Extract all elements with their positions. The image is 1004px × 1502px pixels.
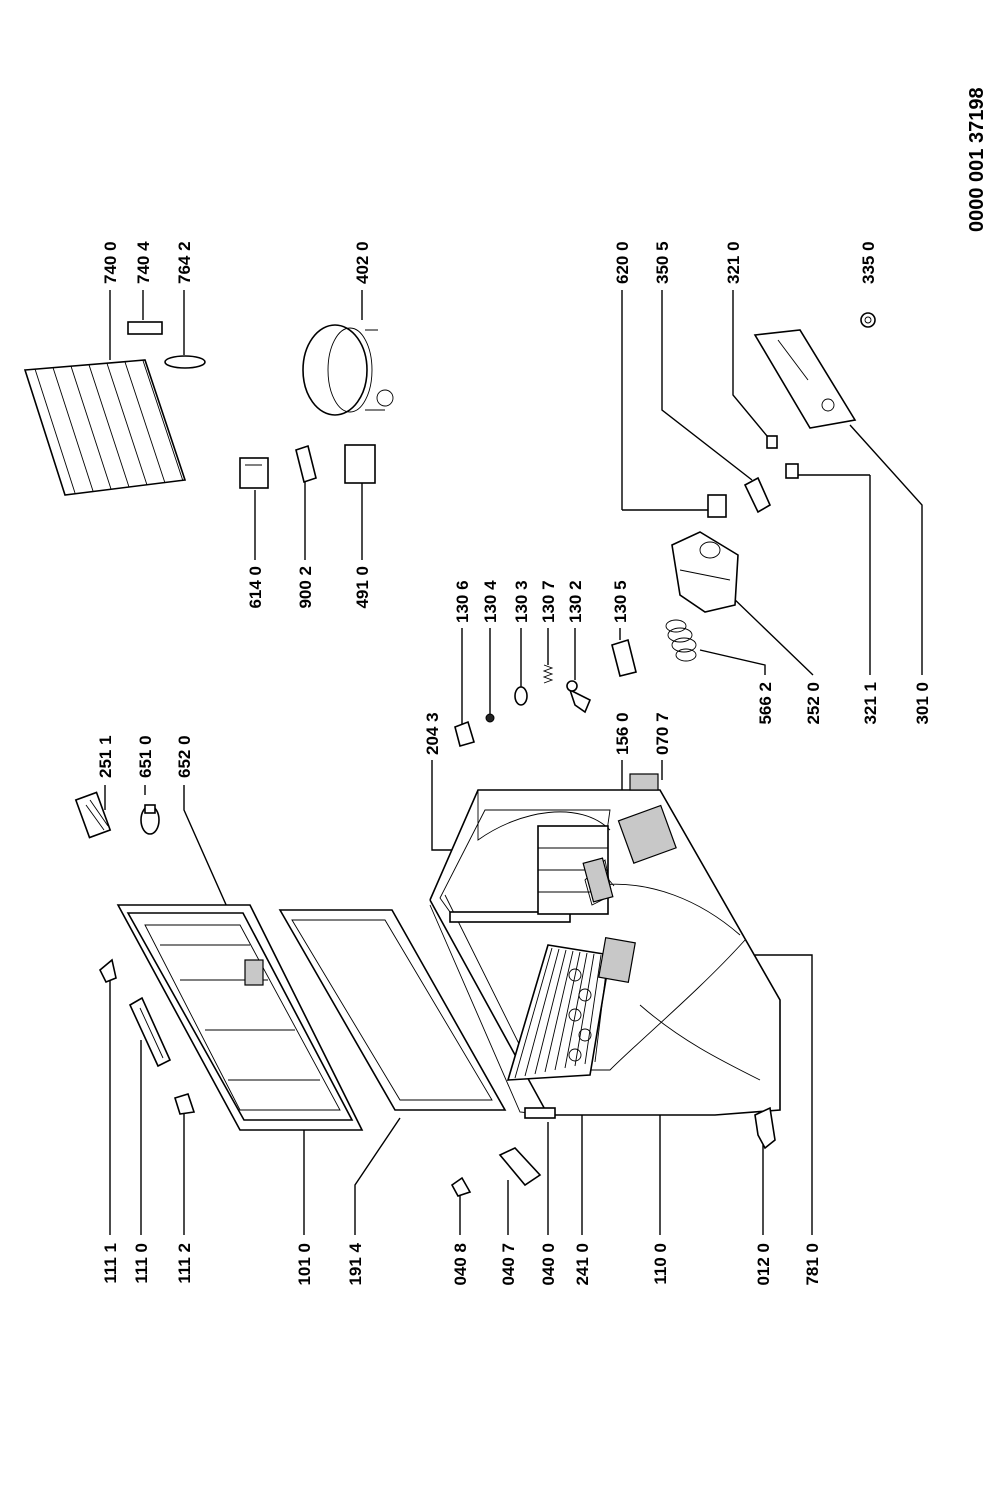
indicator-lamp-icon xyxy=(785,463,799,479)
coil-spring-icon xyxy=(665,619,697,662)
part-label-0408: 040 8 xyxy=(451,1243,470,1286)
part-label-3350: 335 0 xyxy=(859,241,878,284)
part-label-1914: 191 4 xyxy=(346,1242,365,1285)
part-label-1302: 130 2 xyxy=(566,580,585,623)
control-knob-icon xyxy=(860,312,876,328)
part-label-1112: 111 2 xyxy=(175,1243,194,1284)
part-label-0707: 070 7 xyxy=(653,712,672,755)
part-label-3010: 301 0 xyxy=(913,682,932,725)
part-label-2043: 204 3 xyxy=(423,712,442,755)
part-label-4020: 402 0 xyxy=(353,241,372,284)
leader-lines xyxy=(104,290,923,1235)
part-labels: 111 1 111 0 111 2 101 0 191 4 040 8 040 7 040 0… xyxy=(96,241,932,1286)
part-label-2511: 251 1 xyxy=(96,735,115,778)
part-label-3210: 321 0 xyxy=(724,241,743,284)
part-label-6140: 614 0 xyxy=(246,566,265,609)
part-label-0407: 040 7 xyxy=(499,1243,518,1286)
terminal-box-icon xyxy=(344,444,376,484)
vent-grille-icon xyxy=(582,857,614,903)
thermostat-icon xyxy=(707,494,727,518)
part-label-7810: 781 0 xyxy=(803,1243,822,1286)
part-label-0120: 012 0 xyxy=(754,1243,773,1286)
part-label-1010: 101 0 xyxy=(295,1243,314,1286)
lamp-cover-icon xyxy=(74,791,112,839)
lever-icon xyxy=(566,680,592,714)
lid-gasket xyxy=(278,909,507,1111)
part-label-6510: 651 0 xyxy=(136,735,155,778)
clip-icon xyxy=(454,720,475,747)
part-label-7642: 764 2 xyxy=(175,241,194,284)
part-label-6200: 620 0 xyxy=(613,241,632,284)
hinge-icon xyxy=(524,1107,556,1119)
filter-drier-icon xyxy=(164,355,206,369)
capacitor-icon xyxy=(295,444,317,484)
light-bulb-icon xyxy=(140,804,160,835)
indicator-lamp-icon xyxy=(766,435,778,449)
part-label-6520: 652 0 xyxy=(175,735,194,778)
part-label-1111: 111 1 xyxy=(101,1243,120,1284)
part-label-1303: 130 3 xyxy=(512,580,531,623)
part-label-0400: 040 0 xyxy=(539,1243,558,1286)
part-label-1110: 111 0 xyxy=(132,1243,151,1284)
part-label-7400: 740 0 xyxy=(101,241,120,284)
clip-icon xyxy=(514,686,528,706)
part-label-2410: 241 0 xyxy=(573,1243,592,1286)
wire-basket xyxy=(506,937,636,1081)
part-label-9002: 900 2 xyxy=(296,566,315,609)
grille-icon xyxy=(629,773,659,791)
part-label-3211: 321 1 xyxy=(861,682,880,725)
part-label-2520: 252 0 xyxy=(804,682,823,725)
door-hinge-icon xyxy=(99,958,117,984)
spring-icon xyxy=(542,664,554,684)
part-label-5662: 566 2 xyxy=(756,682,775,725)
part-label-1560: 156 0 xyxy=(613,712,632,755)
freezer-lid xyxy=(116,904,364,1131)
part-label-1306: 130 6 xyxy=(453,580,472,623)
part-label-3505: 350 5 xyxy=(653,241,672,284)
hinge-cover-icon xyxy=(498,1147,542,1187)
lock-catch-icon xyxy=(611,638,637,677)
bracket-icon xyxy=(754,1106,776,1150)
document-number: 0000 001 37198 xyxy=(966,87,988,232)
control-panel-icon xyxy=(753,329,857,429)
part-label-7404: 740 4 xyxy=(134,241,153,284)
ball-icon xyxy=(485,713,495,723)
condenser-icon xyxy=(23,359,187,496)
door-handle-icon xyxy=(128,996,172,1068)
door-hinge-icon xyxy=(173,1093,196,1115)
part-label-1307: 130 7 xyxy=(539,580,558,623)
compressor-icon xyxy=(302,324,394,416)
mounting-bracket-icon xyxy=(127,321,163,335)
part-label-1100: 110 0 xyxy=(651,1243,670,1285)
part-label-4910: 491 0 xyxy=(353,566,372,609)
hinge-clip-icon xyxy=(450,1176,472,1197)
relay-icon xyxy=(239,457,269,489)
thermostat-box-icon xyxy=(671,531,739,613)
part-label-1304: 130 4 xyxy=(481,580,500,623)
part-label-1305: 130 5 xyxy=(611,580,630,623)
sensor-probe-icon xyxy=(743,476,772,514)
